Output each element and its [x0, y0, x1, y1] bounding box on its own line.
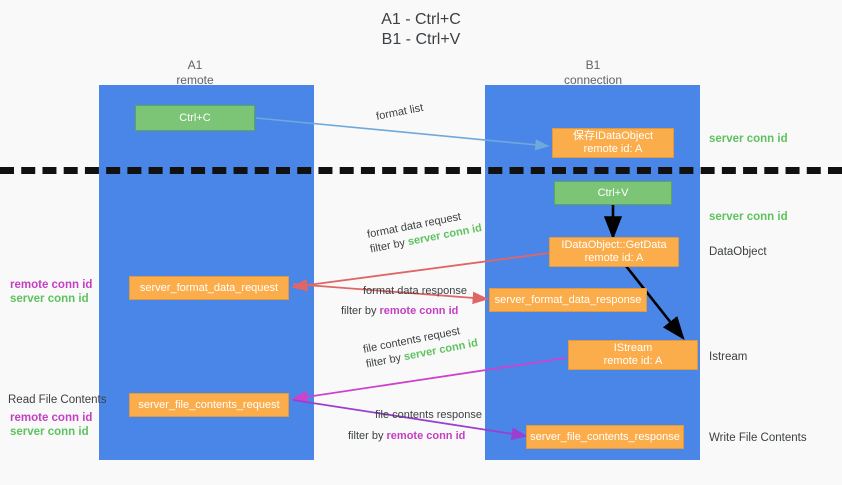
label-read-file-contents: Read File Contents [8, 394, 107, 406]
box-server-file-contents-request[interactable]: server_file_contents_request [129, 393, 289, 417]
box-idataobject-getdata[interactable]: IDataObject::GetData remote id: A [549, 237, 679, 267]
title-line-2: B1 - Ctrl+V [381, 31, 461, 48]
box-server-format-data-response[interactable]: server_format_data_response [489, 288, 647, 312]
lane-a1-role: remote [176, 73, 214, 87]
box-ctrl-c-label: Ctrl+C [179, 111, 211, 124]
box-getdata-line1: IDataObject::GetData [561, 239, 667, 251]
annotation-file-contents-response: file contents response filter by remote … [348, 408, 483, 444]
box-ctrl-c[interactable]: Ctrl+C [135, 105, 255, 131]
lane-header-b1: B1 connection [528, 58, 658, 88]
box-ctrl-v[interactable]: Ctrl+V [554, 181, 672, 205]
lane-a1-name: A1 [187, 58, 203, 72]
box-save-idataobject[interactable]: 保存IDataObject remote id: A [552, 128, 674, 158]
annotation-format-data-request: format data request filter by server con… [366, 206, 483, 257]
box-server-format-data-response-label: server_format_data_response [494, 293, 642, 306]
annotation-file-contents-response-filter: filter by remote conn id [348, 429, 482, 444]
label-remote-conn-id-2: remote conn id [10, 412, 93, 424]
box-istream[interactable]: IStream remote id: A [568, 340, 698, 370]
box-server-format-data-request[interactable]: server_format_data_request [129, 276, 289, 300]
left-label-group-format: remote conn id server conn id [10, 278, 92, 306]
label-server-conn-id-1: server conn id [10, 293, 89, 305]
left-label-group-file: remote conn id server conn id [10, 411, 92, 439]
annotation-file-contents-request: file contents request filter by server c… [362, 321, 479, 372]
page-title: A1 - Ctrl+C B1 - Ctrl+V [0, 10, 842, 50]
label-server-conn-id-mid: server conn id [709, 211, 788, 223]
box-server-file-contents-request-label: server_file_contents_request [138, 398, 280, 411]
filter-prefix: filter by [348, 430, 387, 442]
phase-divider [0, 167, 842, 174]
label-server-conn-id-2: server conn id [10, 426, 89, 438]
label-write-file-contents: Write File Contents [709, 432, 807, 444]
annotation-format-data-response-filter: filter by remote conn id [341, 304, 467, 319]
box-server-file-contents-response-label: server_file_contents_response [530, 430, 680, 443]
filter-value-remote-conn-id: remote conn id [379, 305, 459, 317]
box-save-idataobject-line2: remote id: A [583, 143, 643, 155]
box-getdata-line2: remote id: A [584, 252, 644, 264]
label-istream: Istream [709, 351, 748, 363]
annotation-format-data-response: format data response filter by remote co… [341, 284, 467, 319]
lane-b1-name: B1 [585, 58, 601, 72]
box-server-format-data-request-label: server_format_data_request [139, 281, 279, 294]
box-save-idataobject-line1: 保存IDataObject [572, 130, 654, 142]
label-remote-conn-id-1: remote conn id [10, 279, 93, 291]
label-server-conn-id-top: server conn id [709, 133, 788, 145]
annotation-format-data-response-line1: format data response [363, 285, 467, 297]
box-istream-line2: remote id: A [603, 355, 663, 367]
filter-value-remote-conn-id: remote conn id [386, 430, 466, 442]
box-istream-line1: IStream [613, 342, 653, 354]
box-server-file-contents-response[interactable]: server_file_contents_response [526, 425, 684, 449]
lane-b1-role: connection [563, 73, 623, 87]
annotation-format-list: format list [375, 101, 425, 123]
label-dataobject: DataObject [709, 246, 767, 258]
title-line-1: A1 - Ctrl+C [381, 11, 461, 28]
filter-prefix: filter by [341, 305, 380, 317]
lane-header-a1: A1 remote [130, 58, 260, 88]
annotation-file-contents-response-line1: file contents response [375, 409, 483, 421]
box-ctrl-v-label: Ctrl+V [597, 186, 629, 199]
